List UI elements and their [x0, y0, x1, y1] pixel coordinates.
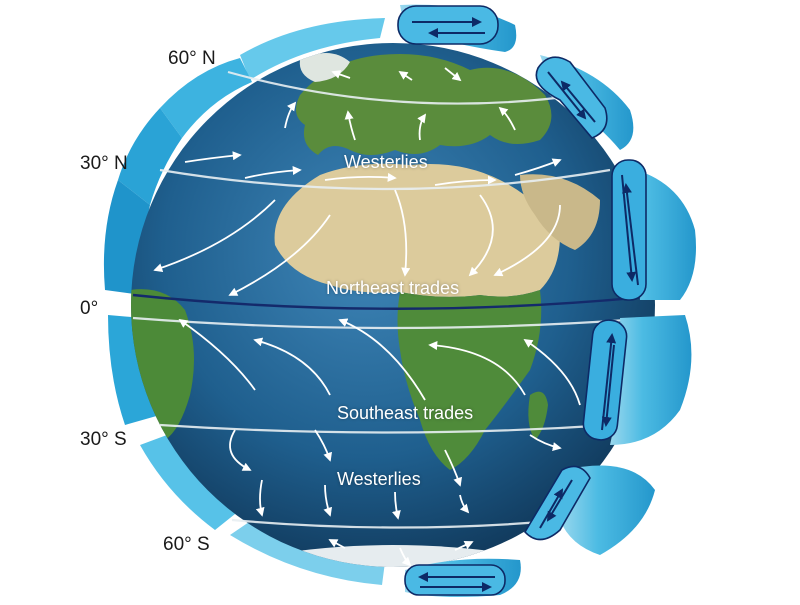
wind-arrow	[314, 429, 332, 462]
circulation-arrow	[621, 183, 639, 286]
wind-arrow	[178, 318, 256, 391]
wind-label-westerlies-north: Westerlies	[344, 152, 428, 172]
wind-arrow	[417, 113, 427, 141]
latitude-line-0	[132, 316, 656, 330]
latitude-line-60s	[231, 518, 566, 529]
wind-arrow	[394, 189, 411, 277]
cell-loop-polar-north	[397, 5, 499, 45]
wind-label-northeast-trades: Northeast trades	[326, 278, 460, 298]
wind-arrow	[324, 172, 397, 182]
cell-loop-hadley-north	[611, 159, 647, 301]
globe	[131, 43, 656, 567]
land-africa-south	[397, 290, 542, 470]
wind-label-westerlies-south: Westerlies	[337, 469, 421, 489]
wind-arrow	[454, 540, 474, 551]
cell-band-left-hadley-south	[108, 315, 160, 425]
cell-loop-ferrel-north	[535, 56, 608, 139]
circulation-arrow	[601, 333, 617, 431]
wind-arrow	[228, 214, 331, 296]
wind-arrow	[344, 110, 356, 141]
cell-band-left-ferrel-north	[160, 58, 252, 138]
wind-arrow	[284, 101, 297, 129]
land-madagascar	[528, 391, 548, 440]
wind-arrow	[514, 158, 562, 176]
wind-arrow	[459, 494, 470, 514]
cell-band-left-ferrel-south	[140, 432, 240, 530]
latitude-label-equator: 0°	[80, 298, 99, 319]
wind-arrow	[444, 67, 462, 82]
latitude-label-60n: 60° N	[168, 48, 216, 69]
equator-line	[132, 293, 656, 310]
wind-arrow	[493, 204, 561, 277]
wind-arrow	[229, 429, 252, 471]
latitude-label-30n: 30° N	[80, 153, 128, 174]
latitude-line-30n	[159, 168, 611, 191]
wind-arrow	[331, 70, 351, 79]
circulation-arrow	[547, 71, 587, 120]
wind-arrow	[444, 449, 462, 487]
cell-loop-polar-south	[404, 564, 506, 596]
land-africa-north	[274, 163, 560, 297]
wind-arrow	[328, 539, 346, 549]
wind-arrow	[255, 479, 265, 517]
wind-label-southeast-trades: Southeast trades	[337, 403, 474, 423]
latitude-line-60n	[227, 70, 581, 105]
wind-arrow	[244, 165, 302, 179]
wind-arrow	[253, 337, 331, 396]
wind-arrow	[529, 434, 562, 451]
latitude-label-30s: 30° S	[80, 429, 127, 450]
wind-arrows	[153, 67, 581, 567]
wind-arrow	[323, 484, 332, 517]
wind-arrow	[434, 175, 497, 186]
circulation-arrow	[539, 488, 564, 529]
land-europe	[296, 54, 552, 155]
cell-loop-hadley-south	[582, 319, 628, 441]
cell-band-left-ferrel-north-2	[118, 108, 182, 205]
wind-arrow	[398, 71, 413, 81]
wind-arrow	[498, 106, 516, 131]
wind-arrow	[338, 318, 426, 401]
wind-arrow	[184, 151, 242, 163]
wind-arrow	[468, 194, 494, 277]
latitude-label-60s: 60° S	[163, 534, 210, 555]
circulation-arrow	[546, 479, 573, 522]
wind-arrow	[391, 491, 401, 520]
wind-arrow	[153, 199, 276, 272]
wind-arrow	[523, 339, 581, 406]
cell-band-right-hadley-south	[610, 315, 692, 445]
cell-band-left-polar-north	[240, 18, 385, 80]
latitude-lines	[132, 70, 656, 529]
circulation-arrow	[601, 344, 615, 427]
latitude-line-30s	[159, 423, 611, 434]
circulation-cells-right	[397, 4, 696, 597]
circulation-arrow	[560, 80, 596, 123]
wind-arrow	[399, 547, 412, 567]
wind-arrow	[428, 341, 526, 396]
land-antarctica	[270, 545, 520, 567]
